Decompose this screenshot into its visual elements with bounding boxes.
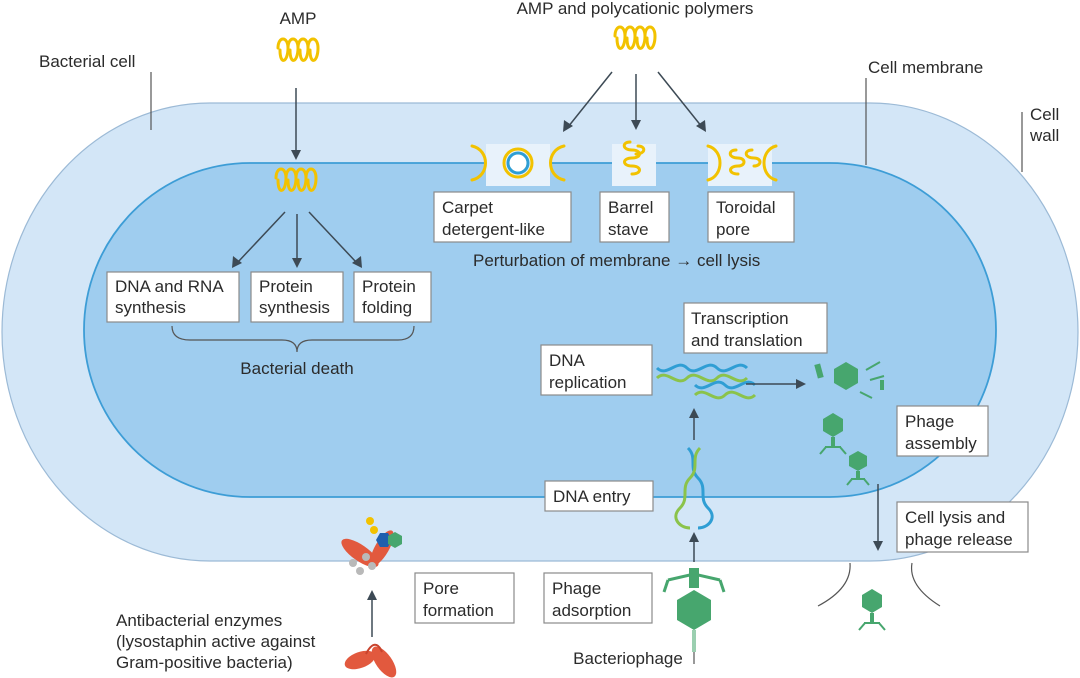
enzymes-label-line3: Gram-positive bacteria) [116, 653, 293, 672]
carpet-label-line1: Carpet [442, 198, 493, 217]
barrel-label-line1: Barrel [608, 198, 653, 217]
cell-membrane [83, 162, 997, 498]
arrowhead-protein-folding [352, 256, 362, 268]
protein-folding-box [353, 271, 432, 323]
enzymes-label-line2: (lysostaphin active against [116, 632, 316, 651]
arrowhead-carpet [563, 120, 573, 132]
bacteriophage-icon [662, 568, 726, 652]
protein-synthesis-box [250, 271, 344, 323]
protein-folding-label-line1: Protein [362, 277, 416, 296]
lysis-opening-edge-right [910, 562, 941, 607]
dna-entry-box [544, 480, 654, 512]
dna-rna-label-line2: synthesis [115, 298, 186, 317]
dna-rna-label-line1: DNA and RNA [115, 277, 224, 296]
phage-parts [814, 361, 885, 399]
phage-assembled-1 [819, 413, 847, 455]
transcription-label-line2: and translation [691, 331, 803, 350]
pore-formation-label-line2: formation [423, 601, 494, 620]
dna-rna-box [106, 271, 240, 323]
arrow-to-toroidal [657, 71, 703, 128]
cell-membrane-label: Cell membrane [868, 58, 983, 77]
phage-adsorption-label-line2: adsorption [552, 601, 631, 620]
enzymes-label-line1: Antibacterial enzymes [116, 611, 282, 630]
toroidal-pore-icon [706, 144, 778, 182]
carpet-box [433, 191, 572, 243]
arrowhead-adsorption [689, 532, 699, 542]
amp-helix-top [276, 37, 320, 62]
lysis-opening [818, 563, 940, 606]
arrowhead-protein-synthesis [292, 258, 302, 268]
protein-folding-label-line2: folding [362, 298, 412, 317]
arrowhead-assembly [796, 379, 806, 389]
phage-adsorption-box [543, 572, 653, 624]
arrowhead-toroidal [696, 120, 706, 132]
carpet-icon [470, 144, 566, 182]
bacterial-cell-label: Bacterial cell [39, 52, 135, 71]
protein-synthesis-label-line1: Protein [259, 277, 313, 296]
phage-adsorption-label-line1: Phage [552, 579, 601, 598]
dna-replication-box [540, 344, 653, 396]
dna-helix-entry [674, 446, 714, 530]
amp-polymer-helix [613, 25, 657, 50]
bacterial-death-label: Bacterial death [240, 359, 353, 378]
arrowhead-enzyme [367, 590, 377, 600]
dna-helix-replication [655, 363, 757, 400]
cell-lysis-box [896, 501, 1029, 553]
lysis-opening-edge-left [817, 562, 851, 607]
released-phage [858, 589, 886, 631]
arrow-to-protein-folding [308, 211, 357, 263]
amp-label: AMP [280, 9, 317, 28]
phage-assembly-label-line2: assembly [905, 434, 977, 453]
cell-wall-label-line2: wall [1029, 126, 1059, 145]
arrowhead-dna-rna [232, 256, 242, 268]
barrel-stave-icon [622, 140, 646, 176]
carpet-label-line2: detergent-like [442, 220, 545, 239]
toroidal-label-line1: Toroidal [716, 198, 776, 217]
toroidal-label-line2: pore [716, 220, 750, 239]
phage-assembly-label-line1: Phage [905, 412, 954, 431]
cell-lysis-label-line1: Cell lysis and [905, 508, 1005, 527]
arrow-to-carpet [567, 71, 613, 128]
arrowhead-barrel [631, 120, 641, 130]
barrel-box [599, 191, 670, 243]
phage-assembled-2 [846, 451, 870, 486]
toroidal-box [707, 191, 795, 243]
lysostaphin-enzyme-icon [344, 643, 397, 678]
pore-formation-label-line1: Pore [423, 579, 459, 598]
arrow-to-dna-rna [237, 211, 286, 263]
dna-replication-label-line2: replication [549, 373, 627, 392]
dna-replication-label-line1: DNA [549, 351, 586, 370]
cell-wall-label-line1: Cell [1030, 105, 1059, 124]
phage-assembly-box [896, 405, 989, 457]
bacteriophage-label: Bacteriophage [573, 649, 683, 668]
amp-helix-membrane [274, 167, 318, 192]
dna-entry-label: DNA entry [553, 487, 631, 506]
amp-arrowhead [291, 150, 301, 160]
protein-synthesis-label-line2: synthesis [259, 298, 330, 317]
enzyme-pore-icon [341, 517, 402, 575]
perturbation-label: Perturbation of membrane → cell lysis [473, 251, 760, 270]
amp-polymers-label: AMP and polycationic polymers [517, 0, 754, 18]
transcription-box [683, 302, 828, 354]
bacterial-death-brace [171, 325, 415, 353]
cell-lysis-label-line2: phage release [905, 530, 1013, 549]
arrowhead-lysis [873, 541, 883, 551]
barrel-label-line2: stave [608, 220, 649, 239]
pore-formation-box [414, 572, 515, 624]
arrowhead-entry [689, 408, 699, 418]
transcription-label-line1: Transcription [691, 309, 789, 328]
